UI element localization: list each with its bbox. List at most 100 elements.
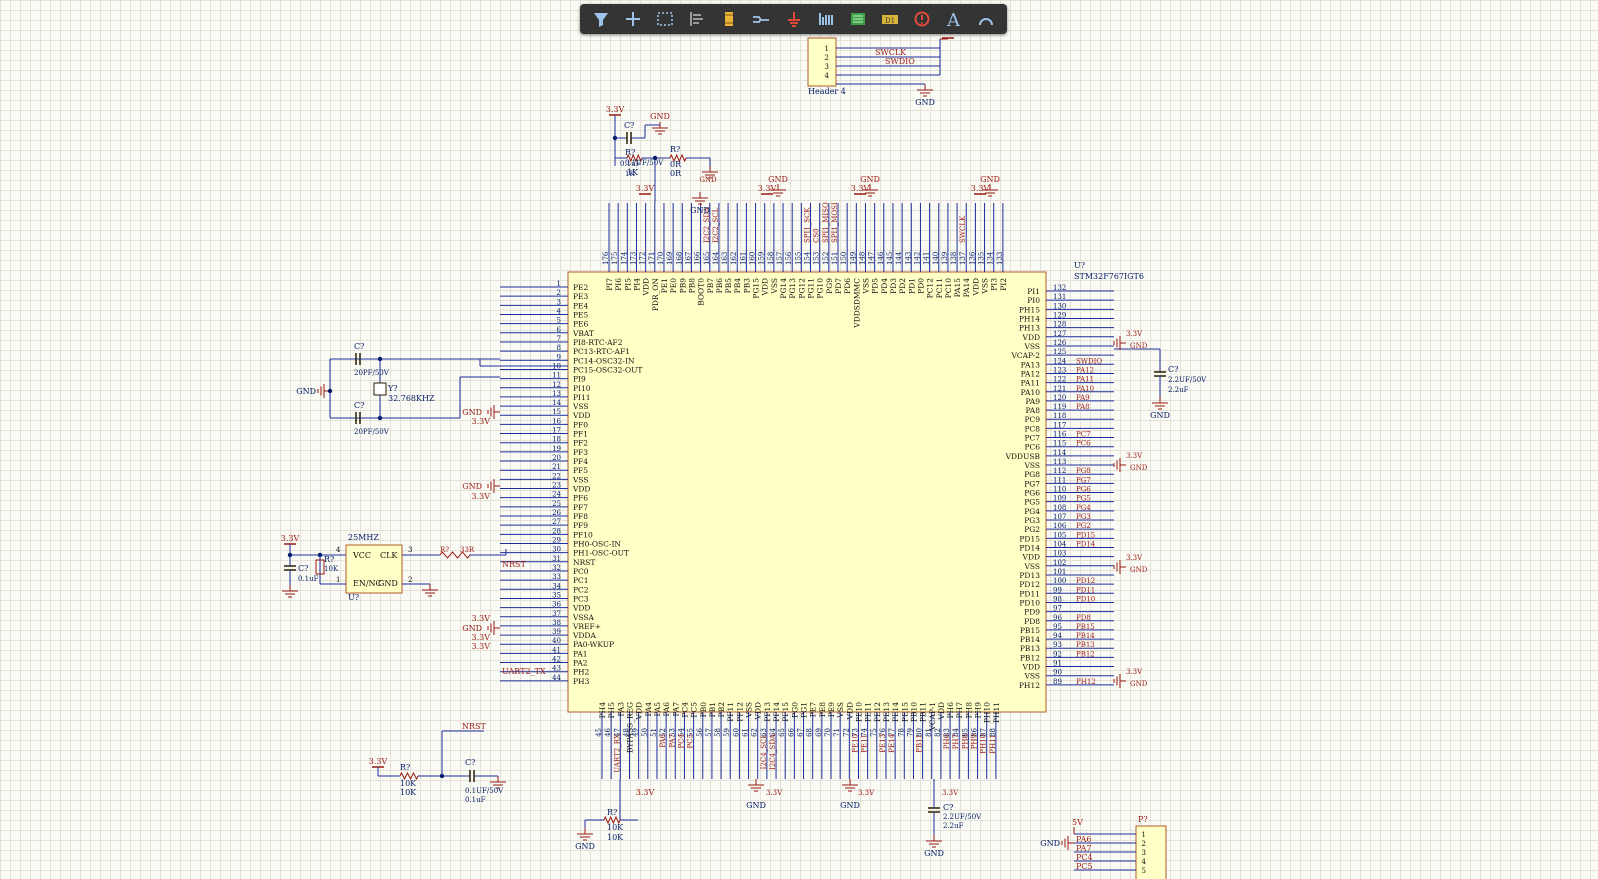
ground-symbol[interactable] — [702, 166, 718, 179]
ground-symbol[interactable]: GND — [296, 384, 330, 398]
ground-symbol[interactable] — [1113, 674, 1126, 688]
tool-net-label-button[interactable]: D1 — [875, 6, 905, 32]
ground-symbol[interactable] — [982, 184, 998, 197]
ground-symbol[interactable] — [282, 585, 298, 598]
tool-align-button[interactable] — [682, 6, 712, 32]
ground-symbol[interactable] — [862, 184, 878, 197]
pin-name: PD13 — [1019, 571, 1040, 580]
pulldown-resistor[interactable] — [603, 815, 621, 825]
power-port[interactable]: 3.3V — [971, 184, 990, 195]
reset-cap[interactable] — [469, 770, 475, 782]
oscillator-body[interactable] — [345, 544, 403, 594]
pin-number: 21 — [552, 463, 561, 471]
ground-symbol[interactable]: GND — [575, 828, 595, 851]
power-port[interactable]: 3.3V — [281, 534, 300, 545]
pin-number: 94 — [1053, 632, 1062, 640]
uart2-tx-label: UART2_TX — [502, 667, 546, 676]
crystal[interactable] — [373, 382, 387, 396]
tool-component-button[interactable] — [714, 6, 744, 32]
power-port[interactable]: 3.3V — [606, 105, 625, 116]
ground-symbol[interactable]: GND — [924, 835, 944, 858]
tool-selection-rect-button[interactable] — [650, 6, 680, 32]
pin-number: 86 — [971, 727, 979, 736]
net-label: PA10 — [1076, 385, 1094, 393]
net-label: PB12 — [1076, 650, 1095, 658]
pin-name: VDD — [1022, 333, 1040, 342]
pin-number: 77 — [888, 728, 896, 737]
ground-symbol[interactable]: GND — [1150, 397, 1170, 420]
pin-number: 168 — [675, 252, 683, 265]
boot-resistor-2[interactable] — [669, 153, 687, 163]
ground-symbol[interactable] — [1113, 560, 1126, 574]
osc-series-resistor[interactable] — [439, 551, 471, 559]
pin-number: 137 — [959, 252, 967, 265]
pin-number: 125 — [1053, 348, 1066, 356]
power-port[interactable]: 3.3V — [851, 184, 870, 195]
header-pin-number: 4 — [825, 72, 830, 80]
label: C? — [354, 342, 364, 351]
pin-name: PG7 — [1024, 479, 1040, 488]
pin-number: 96 — [1053, 614, 1062, 622]
tool-wire-button[interactable] — [746, 6, 776, 32]
tool-filter-button[interactable] — [586, 6, 616, 32]
osc-pullup-resistor[interactable] — [315, 559, 325, 575]
ground-symbol[interactable]: GND — [690, 192, 710, 215]
pin-name: PC11 — [935, 278, 944, 298]
tool-text-button[interactable]: A — [939, 6, 969, 32]
ground-symbol[interactable] — [842, 779, 858, 792]
ground-symbol[interactable] — [748, 779, 764, 792]
pin-name: VDD — [642, 278, 651, 296]
ground-symbol[interactable] — [652, 122, 668, 135]
ground-symbol[interactable] — [490, 776, 506, 789]
osc-decoupling-cap[interactable] — [284, 565, 296, 571]
crosshair-icon — [626, 12, 641, 26]
ground-symbol[interactable]: GND — [1040, 836, 1074, 850]
pin-number: 149 — [849, 252, 857, 265]
pin-name: PG11 — [807, 278, 816, 299]
ground-symbol[interactable] — [487, 621, 500, 635]
tool-crosshair-button[interactable] — [618, 6, 648, 32]
ground-symbol[interactable] — [770, 184, 786, 197]
ground-symbol[interactable] — [1113, 458, 1126, 472]
ground-symbol[interactable] — [487, 405, 500, 419]
tool-directive-button[interactable] — [907, 6, 937, 32]
label: GND — [699, 176, 717, 184]
pin-number: 138 — [950, 252, 958, 265]
ground-label: GND — [1040, 839, 1060, 848]
pin-number: 2 — [557, 289, 561, 297]
tool-sheet-symbol-button[interactable] — [843, 6, 873, 32]
ground-symbol[interactable]: GND — [915, 84, 935, 107]
tool-arc-button[interactable] — [971, 6, 1001, 32]
tool-bus-button[interactable] — [811, 6, 841, 32]
power-port[interactable]: 3.3V — [369, 757, 388, 768]
net-label: PB14 — [1076, 632, 1095, 640]
header4-body[interactable] — [807, 37, 837, 87]
pin-number: 117 — [1053, 421, 1066, 429]
vcap1-cap[interactable] — [928, 807, 940, 813]
boot-capacitor[interactable] — [626, 132, 632, 144]
ground-symbol[interactable] — [487, 479, 500, 493]
ground-symbol[interactable] — [422, 584, 438, 597]
pin-name: PA2 — [573, 659, 588, 668]
pin-number: 134 — [987, 251, 995, 265]
pin-name: PG6 — [1024, 489, 1040, 498]
net-label: I2C2_SCL — [712, 207, 720, 243]
vcap2-cap[interactable] — [1154, 371, 1166, 377]
mcu-body[interactable] — [567, 271, 1047, 713]
pin-name: PG5 — [1024, 498, 1040, 507]
power-port[interactable]: 3.3V — [758, 184, 777, 195]
pin-number: 18 — [552, 436, 561, 444]
net-label: PC4 — [1076, 853, 1093, 862]
pin-number: 35 — [552, 591, 561, 599]
tool-ground-button[interactable] — [778, 6, 808, 32]
reset-resistor[interactable] — [399, 771, 419, 781]
pin-name: PD14 — [1019, 543, 1040, 552]
net-label: PB11 — [916, 734, 924, 753]
net-label: SPI1_SCK — [804, 207, 812, 243]
pin-name: PG13 — [788, 278, 797, 299]
power-port[interactable]: 3.3V — [636, 184, 655, 195]
connector-p-body[interactable] — [1135, 825, 1167, 879]
ground-symbol[interactable] — [1113, 336, 1126, 350]
boot-resistor-1[interactable] — [626, 153, 643, 163]
